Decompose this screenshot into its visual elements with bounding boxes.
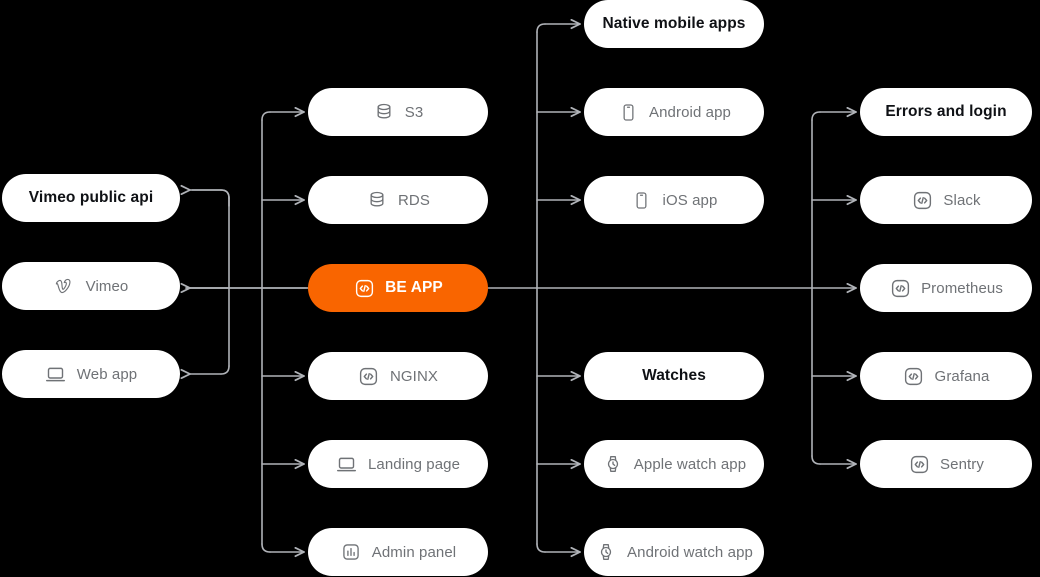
node-vimeo[interactable]: Vimeo <box>2 262 180 310</box>
edge-left-trunk-vertical <box>192 190 229 374</box>
node-errors-and-login[interactable]: Errors and login <box>860 88 1032 136</box>
node-label: Android app <box>649 103 731 121</box>
node-label: Watches <box>642 367 706 384</box>
node-label: RDS <box>398 191 430 209</box>
watch-icon <box>595 541 617 563</box>
code-icon <box>358 365 380 387</box>
edge-left-trunk <box>191 189 230 207</box>
chart-icon <box>340 541 362 563</box>
laptop-icon <box>336 453 358 475</box>
edge-backend-corner-bottom <box>261 543 271 553</box>
node-be-app[interactable]: BE APP <box>308 264 488 312</box>
node-label: S3 <box>404 103 424 121</box>
node-android-watch-app[interactable]: Android watch app <box>584 528 764 576</box>
database-icon <box>373 101 395 123</box>
node-android-app[interactable]: Android app <box>584 88 764 136</box>
node-nginx[interactable]: NGINX <box>308 352 488 400</box>
node-web-app[interactable]: Web app <box>2 350 180 398</box>
code-icon <box>353 277 375 299</box>
edge-backend-corner-top <box>261 111 271 121</box>
code-icon <box>911 189 933 211</box>
node-landing-page[interactable]: Landing page <box>308 440 488 488</box>
node-label: Sentry <box>940 455 984 473</box>
node-admin-panel[interactable]: Admin panel <box>308 528 488 576</box>
node-label: Web app <box>76 365 138 383</box>
node-label: Android watch app <box>627 543 753 561</box>
node-rds[interactable]: RDS <box>308 176 488 224</box>
node-label: Vimeo public api <box>28 189 154 206</box>
node-label: BE APP <box>385 279 443 296</box>
vimeo-icon <box>54 275 76 297</box>
phone-icon <box>617 101 639 123</box>
database-icon <box>366 189 388 211</box>
node-prometheus[interactable]: Prometheus <box>860 264 1032 312</box>
node-grafana[interactable]: Grafana <box>860 352 1032 400</box>
edge-apps-corner-top <box>536 23 546 33</box>
edge-left-corner-bottom <box>220 365 230 375</box>
node-label: Apple watch app <box>633 455 747 473</box>
node-vimeo-public-api[interactable]: Vimeo public api <box>2 174 180 222</box>
laptop-icon <box>45 363 67 385</box>
node-ios-app[interactable]: iOS app <box>584 176 764 224</box>
node-label: iOS app <box>662 191 718 209</box>
node-label: Vimeo <box>85 277 129 295</box>
edge-to-vimeo-public-api <box>190 190 229 198</box>
node-label: Prometheus <box>921 279 1003 297</box>
node-sentry[interactable]: Sentry <box>860 440 1032 488</box>
node-label: Grafana <box>934 367 990 385</box>
node-native-mobile-apps[interactable]: Native mobile apps <box>584 0 764 48</box>
phone-icon <box>631 189 653 211</box>
node-watches[interactable]: Watches <box>584 352 764 400</box>
node-s3[interactable]: S3 <box>308 88 488 136</box>
node-label: Admin panel <box>371 543 457 561</box>
code-icon <box>889 277 911 299</box>
node-slack[interactable]: Slack <box>860 176 1032 224</box>
node-label: NGINX <box>389 367 438 385</box>
watch-icon <box>602 453 624 475</box>
node-label: Slack <box>943 191 981 209</box>
node-label: Errors and login <box>885 103 1007 120</box>
node-apple-watch-app[interactable]: Apple watch app <box>584 440 764 488</box>
edge-monitoring-corner-top <box>811 111 821 121</box>
edge-left-corner-top <box>220 189 230 199</box>
code-icon <box>903 365 925 387</box>
edge-monitoring-corner-bottom <box>811 455 821 465</box>
edge-apps-corner-bottom <box>536 543 546 553</box>
node-label: Landing page <box>367 455 461 473</box>
node-label: Native mobile apps <box>602 15 746 32</box>
code-icon <box>908 453 930 475</box>
